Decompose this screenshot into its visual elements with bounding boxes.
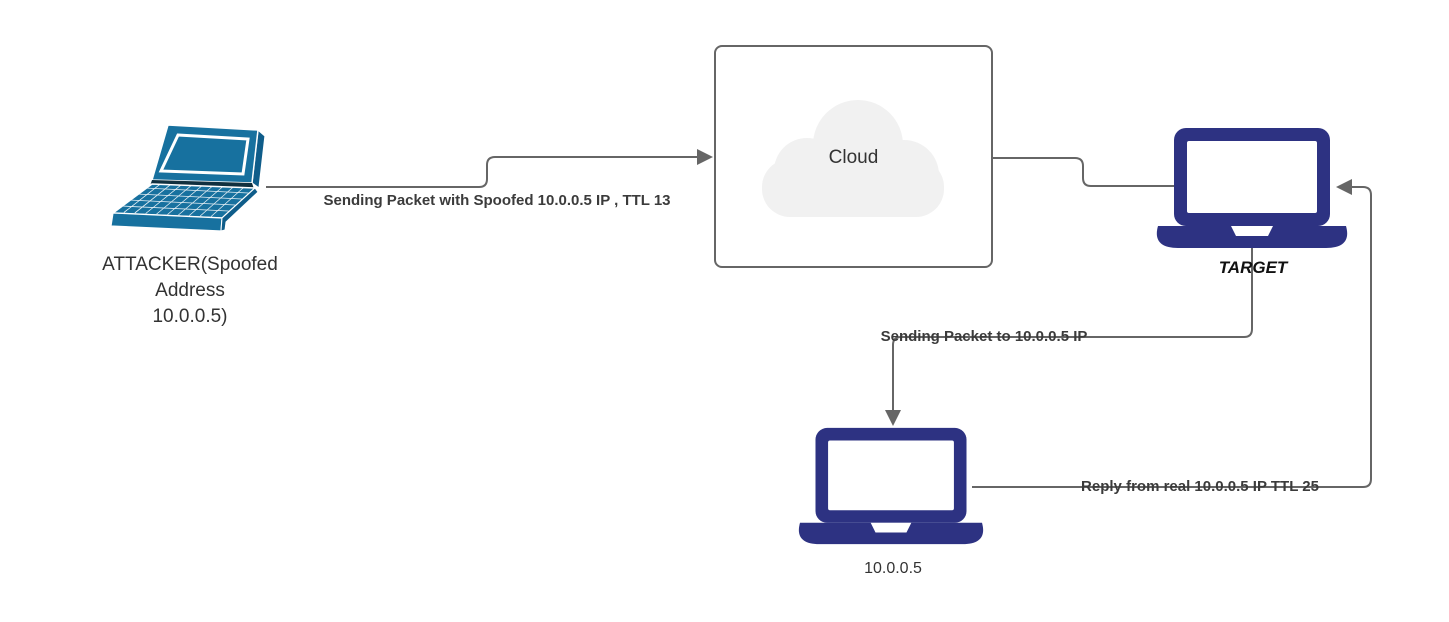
connector-real-host-to-target (972, 179, 1372, 488)
attacker-laptop-icon (110, 124, 266, 232)
cloud-icon (762, 100, 944, 217)
connector-line (993, 157, 1174, 187)
connector-attacker-to-cloud (266, 149, 713, 188)
edge-label-reply-from-real: Reply from real 10.0.0.5 IP TTL 25 (1081, 478, 1319, 495)
connector-cloud-to-target (993, 157, 1174, 187)
arrowhead-down-icon (885, 410, 901, 426)
arrowhead-right-icon (697, 149, 713, 165)
connector-line (266, 156, 697, 188)
edge-label-spoofed-packet: Sending Packet with Spoofed 10.0.0.5 IP … (323, 192, 671, 209)
arrowhead-left-icon (1336, 179, 1352, 195)
real-host-label: 10.0.0.5 (864, 560, 922, 577)
target-laptop-icon (1156, 128, 1348, 248)
connector-line (892, 248, 1253, 410)
target-label: TARGET (1218, 258, 1288, 277)
cloud-box: Cloud (714, 45, 993, 268)
edge-label-packet-to-real: Sending Packet to 10.0.0.5 IP (880, 328, 1088, 345)
real-host-laptop-icon (798, 427, 984, 545)
connector-target-to-real-host (885, 248, 1253, 426)
cloud-label: Cloud (828, 147, 879, 168)
attacker-label: ATTACKER(Spoofed Address 10.0.0.5) (102, 254, 278, 327)
connector-line (972, 186, 1372, 488)
